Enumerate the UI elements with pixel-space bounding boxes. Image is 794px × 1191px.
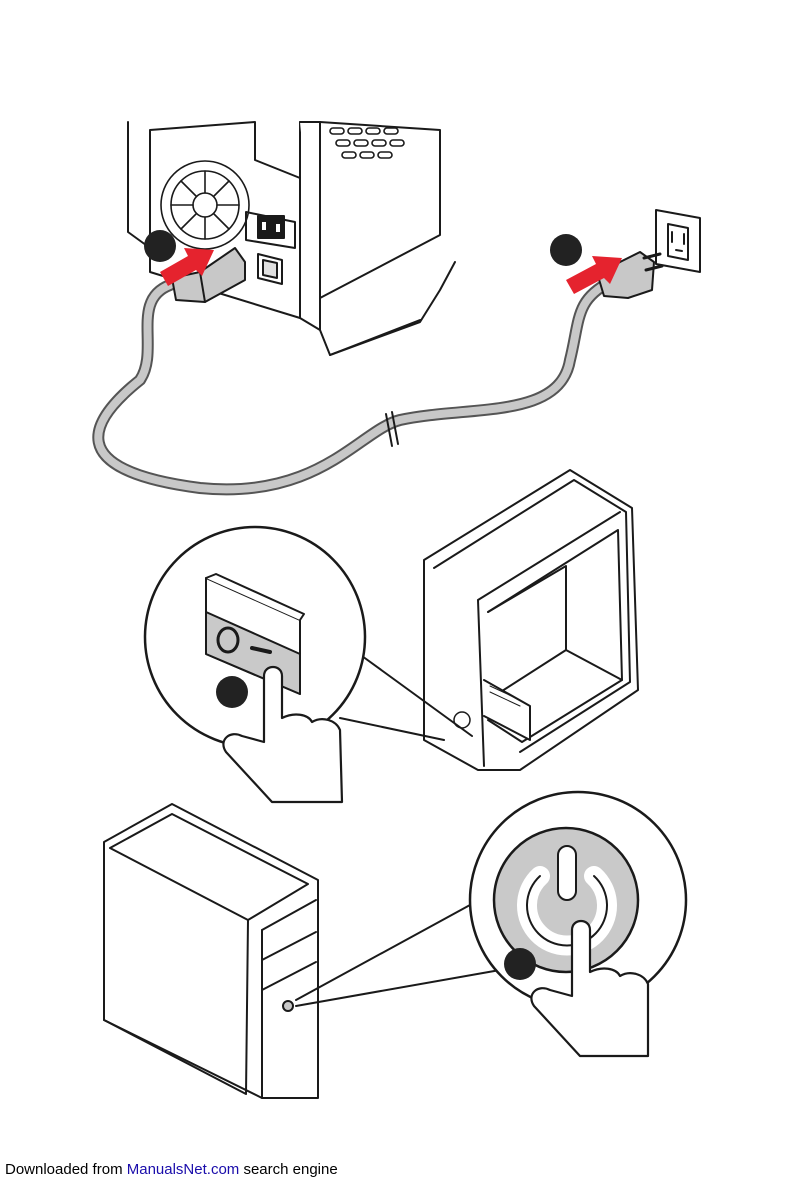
step-marker-1a [144,230,176,262]
footer-suffix: search engine [239,1161,337,1178]
wall-outlet [656,210,700,272]
footer-note: Downloaded from ManualsNet.com search en… [5,1161,338,1178]
psu-rear-panel [128,122,455,355]
manualsnet-link[interactable]: ManualsNet.com [127,1161,240,1178]
power-cable [98,282,610,489]
pc-tower [104,804,318,1098]
step-marker-3 [504,948,536,980]
step-marker-1b [550,234,582,266]
footer-prefix: Downloaded from [5,1161,127,1178]
step-marker-2 [216,676,248,708]
